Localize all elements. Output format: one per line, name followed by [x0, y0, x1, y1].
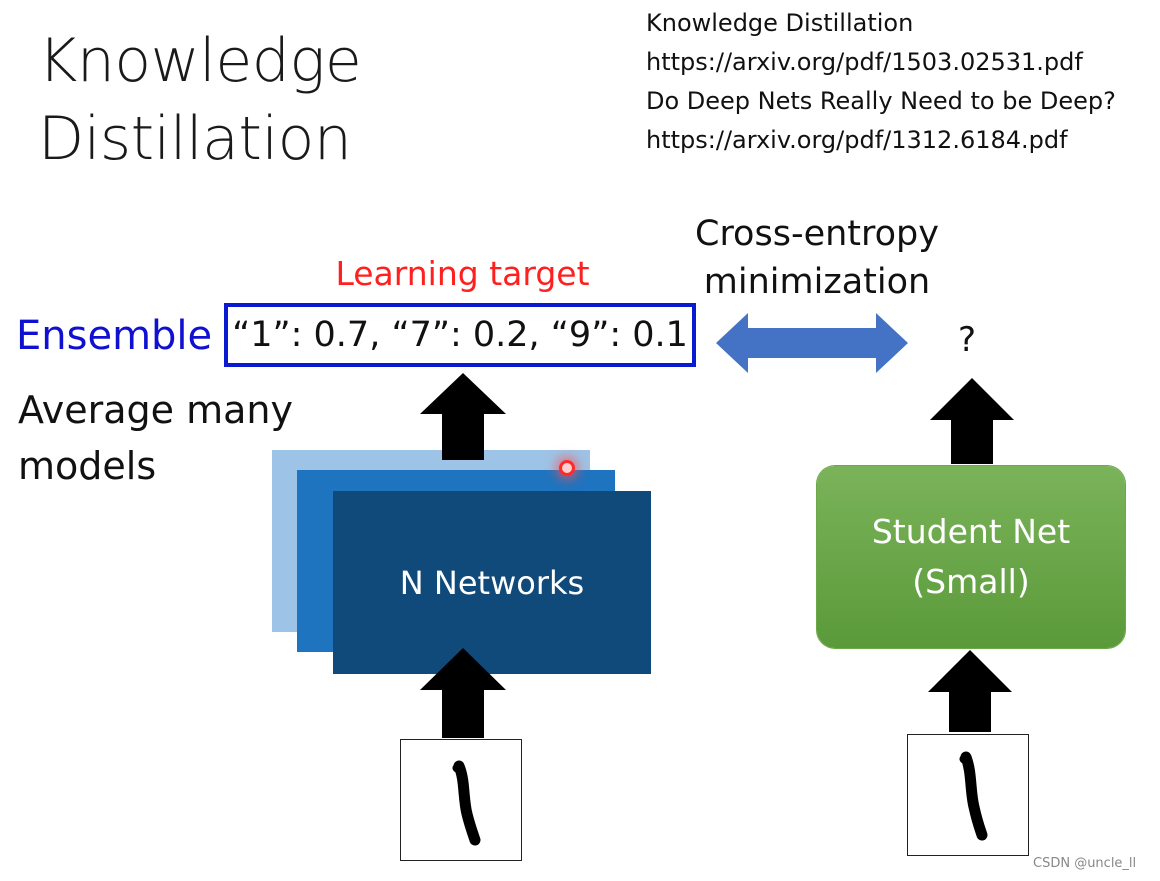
arrow-up-icon — [928, 650, 1012, 732]
input-digit-image-student — [907, 734, 1029, 856]
student-line-1: Student Net — [871, 512, 1071, 551]
reference-4: https://arxiv.org/pdf/1312.6184.pdf — [646, 126, 1068, 154]
watermark: CSDN @uncle_ll — [1033, 856, 1137, 871]
input-digit-image-teacher — [400, 739, 522, 861]
cross-entropy-line-1: Cross-entropy — [695, 214, 939, 254]
reference-2: https://arxiv.org/pdf/1503.02531.pdf — [646, 48, 1083, 76]
target-values: “1”: 0.7, “7”: 0.2, “9”: 0.1 — [232, 315, 688, 355]
arrow-up-icon — [420, 648, 506, 738]
ensemble-label: Ensemble — [16, 313, 213, 359]
learning-target-box: “1”: 0.7, “7”: 0.2, “9”: 0.1 — [224, 303, 696, 367]
digit-one-drawing — [959, 751, 988, 841]
arrow-up-icon — [930, 378, 1014, 464]
reference-1: Knowledge Distillation — [646, 9, 914, 37]
title-line-1: Knowledge — [38, 26, 362, 96]
network-layer-front: N Networks — [333, 491, 651, 674]
digit-one-drawing — [452, 760, 481, 846]
references: Knowledge Distillation https://arxiv.org… — [646, 4, 1116, 160]
arrow-up-icon — [420, 373, 506, 460]
average-line-1: Average many — [18, 388, 293, 432]
learning-target-label: Learning target — [335, 254, 590, 293]
cross-entropy-line-2: minimization — [703, 262, 931, 302]
average-models-label: Average many models — [18, 382, 293, 494]
student-net-box: Student Net (Small) — [817, 466, 1125, 648]
title-line-2: Distillation — [38, 104, 352, 174]
reference-3: Do Deep Nets Really Need to be Deep? — [646, 87, 1116, 115]
student-line-2: (Small) — [912, 562, 1030, 601]
pointer-dot — [559, 460, 575, 476]
double-arrow-icon — [716, 313, 908, 373]
average-line-2: models — [18, 444, 157, 488]
student-output-label: ? — [958, 320, 977, 360]
network-label: N Networks — [399, 563, 585, 602]
slide-title: Knowledge Distillation — [38, 22, 362, 178]
cross-entropy-label: Cross-entropy minimization — [662, 210, 972, 306]
